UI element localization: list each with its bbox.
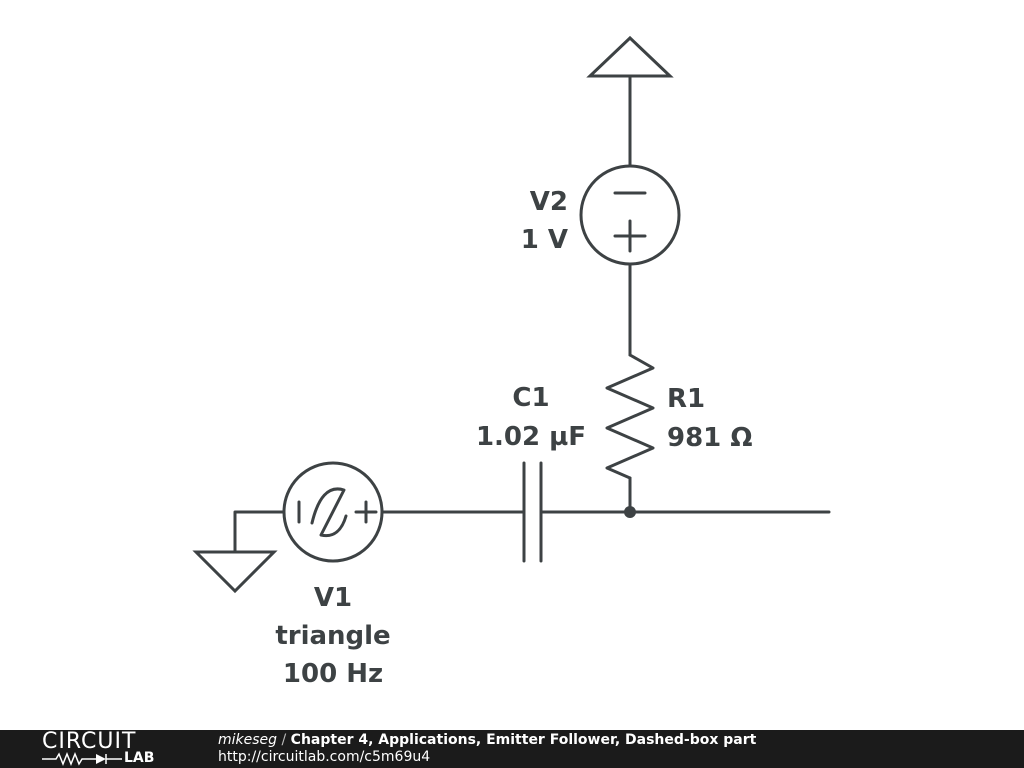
- schematic-canvas: V2 1 V R1 981 Ω C1 1.02 µF V1 triangle 1…: [192, 35, 831, 689]
- v2-ref-label: V2: [530, 187, 568, 217]
- r1-ref-label: R1: [667, 384, 705, 414]
- v1-waveform-icon: [310, 487, 348, 538]
- circuit-meta: mikeseg / Chapter 4, Applications, Emitt…: [218, 732, 756, 766]
- c1-ref-label: C1: [512, 383, 549, 413]
- v2-source[interactable]: [579, 164, 681, 266]
- c1-value-label: 1.02 µF: [476, 422, 586, 452]
- logo-text-bottom: LAB: [124, 750, 155, 766]
- circuitlab-logo[interactable]: CIRCUIT LAB: [42, 730, 182, 768]
- footer-bar: CIRCUIT LAB mikeseg / Chapter 4, Applica…: [0, 730, 1024, 768]
- meta-separator: /: [277, 732, 291, 748]
- ground-symbol: [192, 550, 278, 594]
- supply-rail-symbol: [586, 35, 674, 78]
- v1-frequency-label: 100 Hz: [283, 659, 383, 689]
- v1-ref-label: V1: [314, 583, 352, 613]
- v1-source[interactable]: [282, 461, 384, 563]
- circuit-url-link[interactable]: http://circuitlab.com/c5m69u4: [218, 749, 431, 765]
- circuit-title[interactable]: Chapter 4, Applications, Emitter Followe…: [290, 732, 757, 748]
- v2-value-label: 1 V: [521, 225, 568, 255]
- logo-resistor-diode-icon: [42, 752, 122, 766]
- author-link[interactable]: mikeseg: [218, 732, 278, 748]
- c1-capacitor[interactable]: [522, 461, 543, 563]
- wire-v1-to-ground: [233, 510, 286, 554]
- r1-resistor[interactable]: [605, 353, 655, 480]
- logo-text-top: CIRCUIT: [42, 729, 137, 754]
- v1-waveform-label: triangle: [275, 621, 390, 651]
- r1-value-label: 981 Ω: [667, 423, 752, 453]
